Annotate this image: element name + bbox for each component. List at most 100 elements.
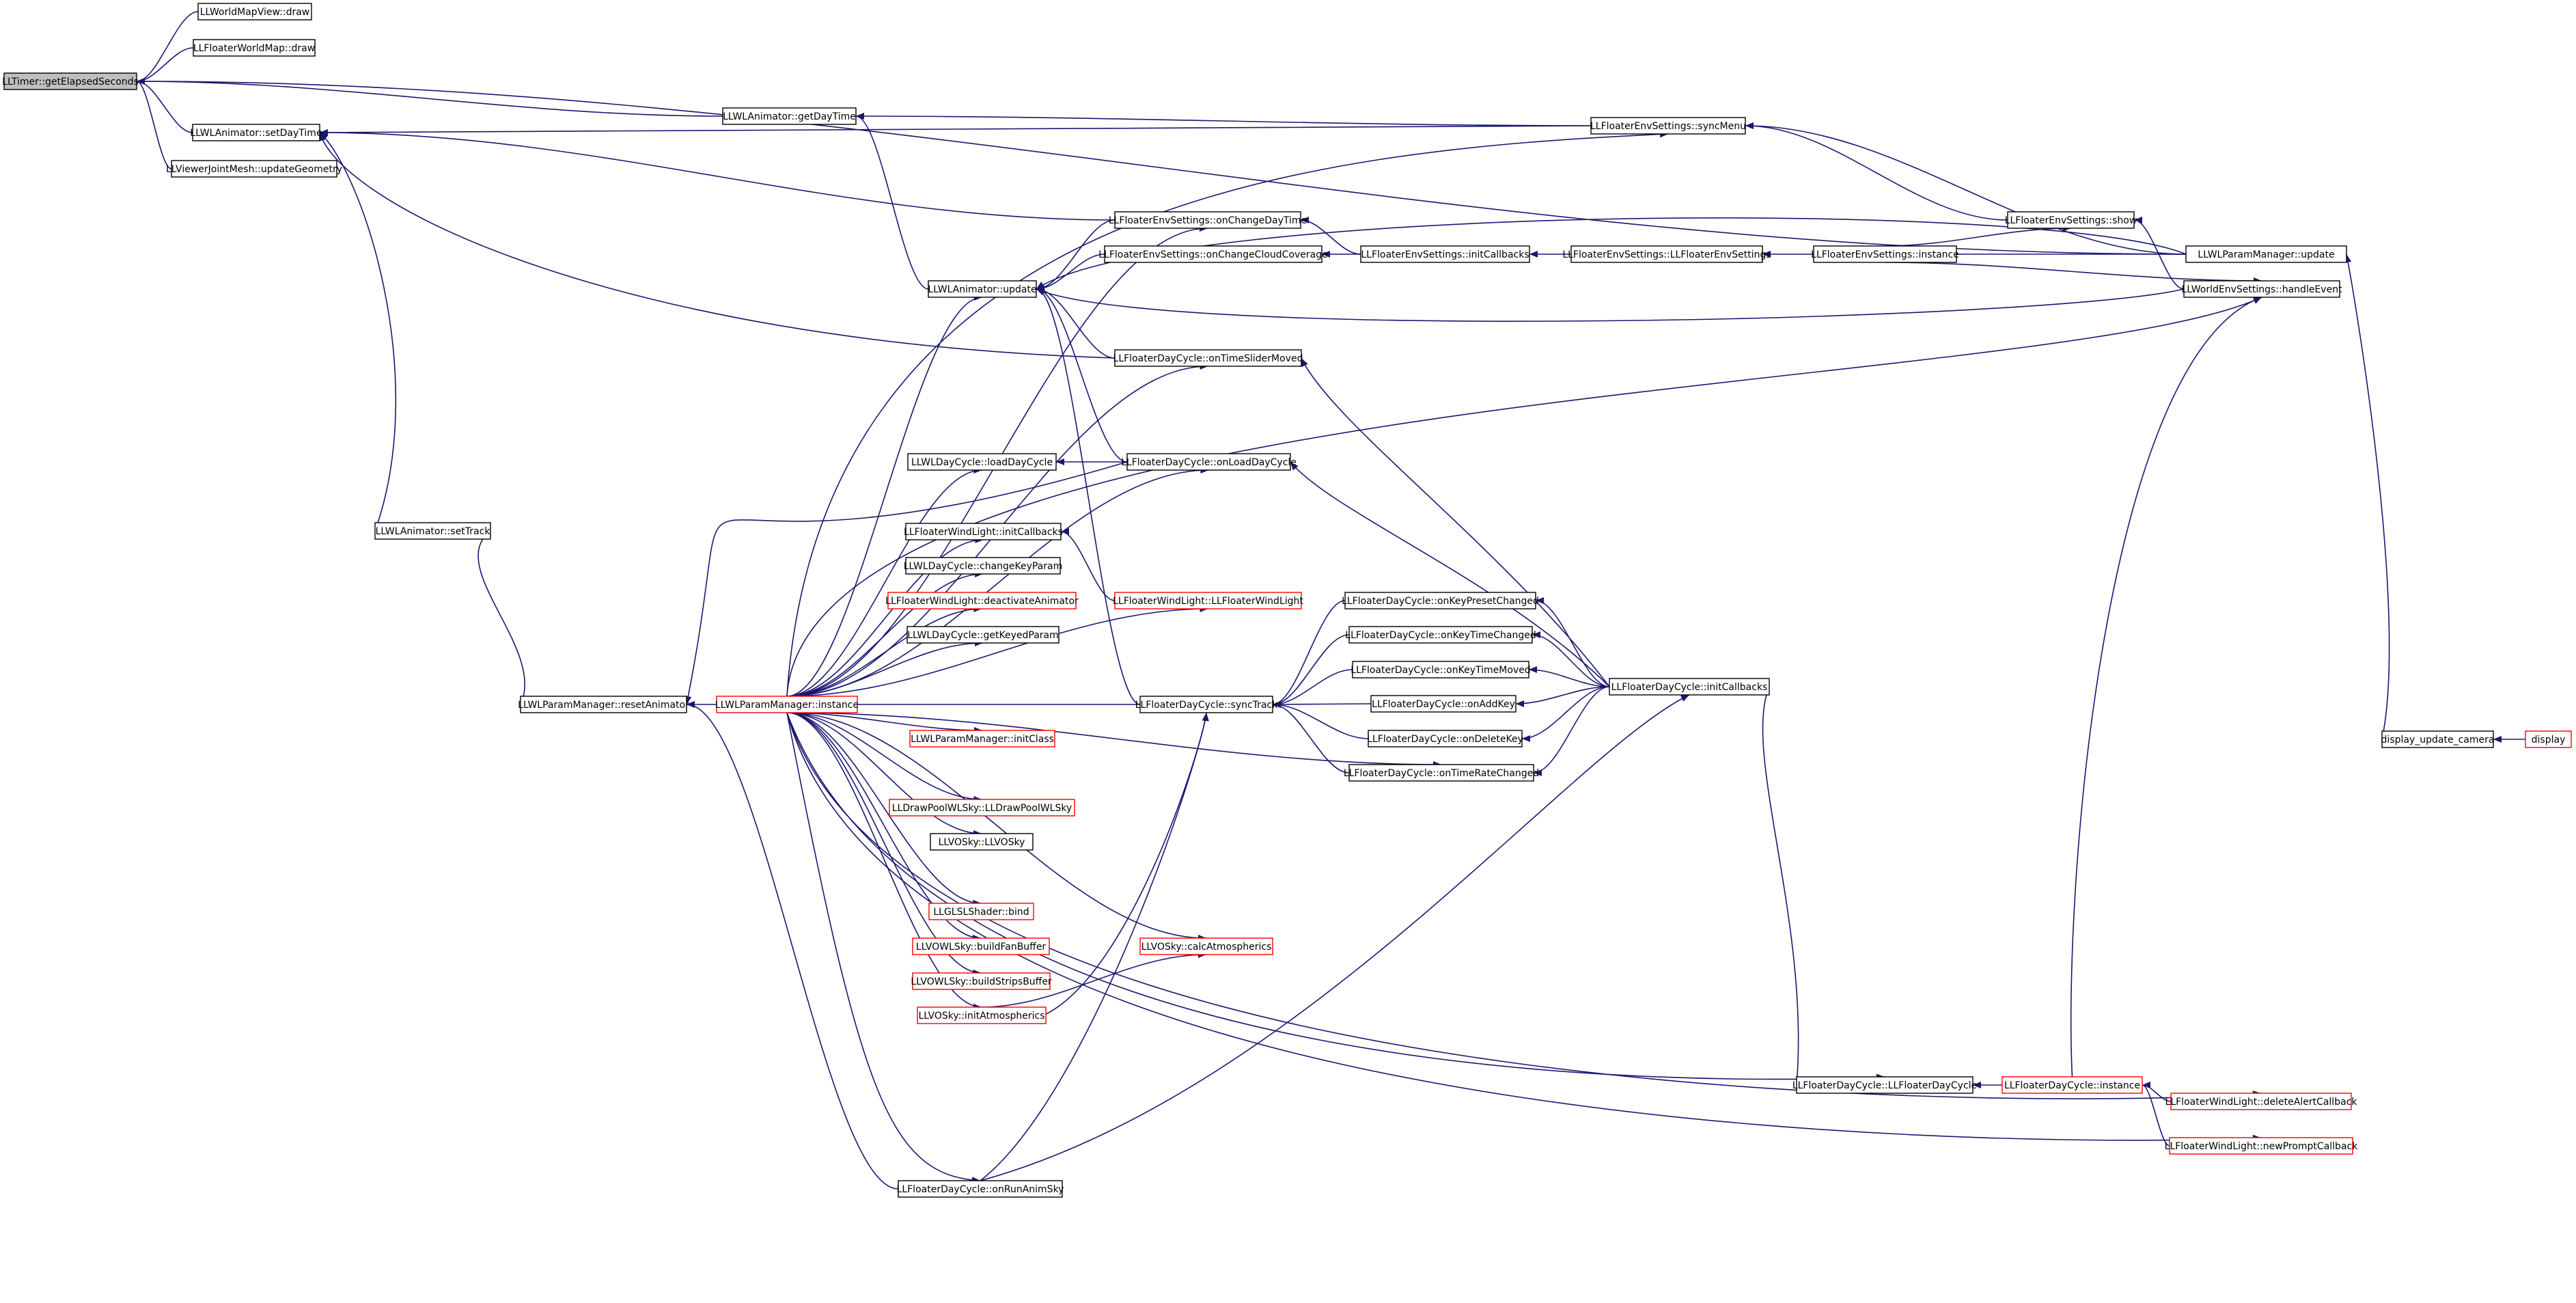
graph-node[interactable]: LLVOWLSky::buildFanBuffer (912, 937, 1050, 955)
graph-node[interactable]: LLVOSky::initAtmospherics (917, 1006, 1047, 1024)
edge-arrowhead (1522, 735, 1530, 742)
graph-node[interactable]: LLDrawPoolWLSky::LLDrawPoolWLSky (889, 799, 1075, 817)
graph-node[interactable]: LLFloaterWindLight::newPromptCallback (2165, 1137, 2359, 1155)
graph-node[interactable]: LLFloaterDayCycle::onTimeRateChanged (1344, 764, 1539, 782)
graph-node[interactable]: LLVOSky::LLVOSky (930, 833, 1034, 851)
graph-node[interactable]: LLFloaterDayCycle::onKeyPresetChanged (1342, 592, 1539, 609)
edge-n15-to-n5 (855, 115, 929, 290)
graph-node[interactable]: LLFloaterEnvSettings::instance (1811, 245, 1959, 263)
edge-n6-to-n5 (855, 115, 1592, 126)
graph-node[interactable]: LLWorldEnvSettings::handleEvent (2181, 280, 2342, 298)
graph-node[interactable]: LLFloaterEnvSettings::show (2005, 211, 2137, 229)
node-box (2381, 730, 2494, 748)
edge-n30-to-n6 (786, 133, 1669, 697)
graph-node[interactable]: LLTimer::getElapsedSeconds (2, 72, 139, 90)
graph-node[interactable]: LLFloaterDayCycle::LLFloaterDayCycle (1792, 1076, 1977, 1094)
graph-node[interactable]: LLWLAnimator::getDayTime (722, 107, 857, 125)
node-box (2007, 211, 2135, 229)
graph-node[interactable]: LLViewerJointMesh::updateGeometry (166, 160, 342, 178)
edge-n9-to-n15 (1036, 288, 2185, 322)
edge-n11-to-n15 (1036, 253, 1105, 290)
node-box (928, 903, 1034, 920)
node-label: LLFloaterDayCycle::syncTrack (1135, 700, 1279, 711)
node-label: LLDrawPoolWLSky::LLDrawPoolWLSky (892, 803, 1072, 814)
node-box (1344, 592, 1536, 609)
graph-node[interactable]: LLWLDayCycle::getKeyedParam (906, 626, 1060, 644)
graph-node[interactable]: display (2525, 730, 2572, 748)
edge-arrowhead (1322, 251, 1330, 258)
graph-node[interactable]: LLFloaterEnvSettings::LLFloaterEnvSettin… (1562, 245, 1771, 263)
graph-node[interactable]: LLFloaterDayCycle::onKeyTimeMoved (1351, 661, 1531, 678)
graph-node[interactable]: LLWLAnimator::setTrack (374, 522, 491, 540)
graph-node[interactable]: LLFloaterEnvSettings::syncMenu (1590, 117, 1746, 135)
node-label: LLWLParamManager::resetAnimator (518, 700, 689, 711)
graph-node[interactable]: LLFloaterDayCycle::onLoadDayCycle (1121, 453, 1297, 471)
node-box (2002, 1076, 2143, 1094)
node-box (1348, 626, 1533, 644)
graph-node[interactable]: LLWorldMapView::draw (197, 3, 312, 20)
node-label: LLFloaterDayCycle::onKeyPresetChanged (1342, 596, 1539, 607)
edge-n10-to-n15 (1036, 219, 1116, 290)
edge-n30-to-n47 (786, 712, 2262, 1099)
graph-node[interactable]: LLFloaterDayCycle::onDeleteKey (1367, 730, 1523, 747)
graph-node[interactable]: LLWLParamManager::update (2185, 245, 2347, 263)
edge-n30-to-n23 (786, 608, 1208, 697)
graph-node[interactable]: LLFloaterEnvSettings::onChangeCloudCover… (1098, 245, 1328, 263)
edge-arrowhead (687, 701, 695, 708)
graph-node[interactable]: LLFloaterDayCycle::syncTrack (1135, 696, 1279, 713)
graph-node[interactable]: LLWLDayCycle::loadDayCycle (907, 453, 1057, 471)
graph-node[interactable]: LLFloaterDayCycle::onTimeSliderMoved (1113, 349, 1303, 367)
node-box (2183, 280, 2340, 298)
node-label: LLFloaterWindLight::deleteAlertCallback (2165, 1097, 2358, 1108)
edge-n3-to-n0 (136, 81, 193, 133)
graph-node[interactable]: LLVOSky::calcAtmospherics (1139, 937, 1273, 955)
graph-node[interactable]: LLFloaterWindLight::deactivateAnimator (885, 592, 1079, 609)
edge-arrowhead (1061, 528, 1069, 535)
edge-arrowhead (1762, 251, 1771, 258)
edge-n30-to-n43 (786, 712, 982, 974)
edge-arrowhead (1529, 666, 1537, 673)
graph-node[interactable]: LLWLAnimator::setDayTime (190, 124, 322, 141)
graph-node[interactable]: LLGLSLShader::bind (928, 903, 1034, 920)
edge-n30-to-n41 (786, 712, 982, 939)
graph-node[interactable]: LLFloaterDayCycle::instance (2002, 1076, 2143, 1094)
node-box (905, 523, 1062, 540)
node-box (1139, 937, 1273, 955)
graph-node[interactable]: LLWLParamManager::resetAnimator (518, 696, 689, 713)
edge-n28-to-n33 (1521, 686, 1610, 739)
node-label: LLWLDayCycle::loadDayCycle (911, 457, 1053, 468)
edge-arrowhead (1973, 1082, 1981, 1088)
edge-n30-to-n9 (786, 297, 2262, 697)
graph-node[interactable]: LLWLParamManager::initClass (909, 730, 1055, 747)
graph-node[interactable]: LLWLDayCycle::changeKeyParam (904, 557, 1063, 575)
edge-arrowhead (320, 129, 328, 136)
graph-node[interactable]: LLFloaterWindLight::deleteAlertCallback (2165, 1093, 2358, 1110)
edge-n30-to-n49 (786, 712, 981, 1181)
edge-n30-to-n34 (786, 712, 983, 731)
graph-node[interactable]: LLFloaterDayCycle::onRunAnimSky (897, 1180, 1064, 1198)
node-label: LLFloaterEnvSettings::initCallbacks (1361, 249, 1529, 260)
graph-node[interactable]: LLWLAnimator::update (928, 280, 1037, 298)
graph-node[interactable]: LLFloaterEnvSettings::initCallbacks (1360, 245, 1530, 263)
edge-n18-to-n29 (686, 461, 1128, 705)
edge-arrowhead (1301, 217, 1309, 223)
graph-node[interactable]: LLFloaterWorldMap::draw (193, 39, 316, 57)
graph-node[interactable]: LLVOWLSky::buildStripsBuffer (911, 972, 1052, 990)
graph-node[interactable]: LLFloaterDayCycle::onAddKey (1370, 695, 1516, 713)
graph-node[interactable]: LLFloaterEnvSettings::onChangeDayTime (1109, 211, 1307, 229)
graph-node[interactable]: LLFloaterWindLight::initCallbacks (904, 523, 1063, 540)
edge-n26-to-n31 (1272, 634, 1350, 705)
node-box (2170, 1093, 2352, 1110)
graph-node[interactable]: LLFloaterDayCycle::onKeyTimeChanged (1345, 626, 1536, 644)
edge-arrowhead (1680, 695, 1689, 702)
edge-n16-to-n15 (1036, 288, 1116, 359)
edge-n28-to-n26 (1532, 634, 1610, 687)
edge-n30-to-n39 (786, 712, 982, 834)
graph-node[interactable]: display_update_camera (2381, 730, 2495, 748)
node-label: display_update_camera (2381, 735, 2495, 745)
graph-node[interactable]: LLWLParamManager::instance (715, 696, 859, 713)
graph-node[interactable]: LLFloaterWindLight::LLFloaterWindLight (1113, 592, 1303, 609)
graph-node[interactable]: LLFloaterDayCycle::initCallbacks (1609, 678, 1770, 696)
node-label: LLTimer::getElapsedSeconds (2, 77, 139, 87)
node-label: LLFloaterDayCycle::LLFloaterDayCycle (1792, 1080, 1977, 1091)
